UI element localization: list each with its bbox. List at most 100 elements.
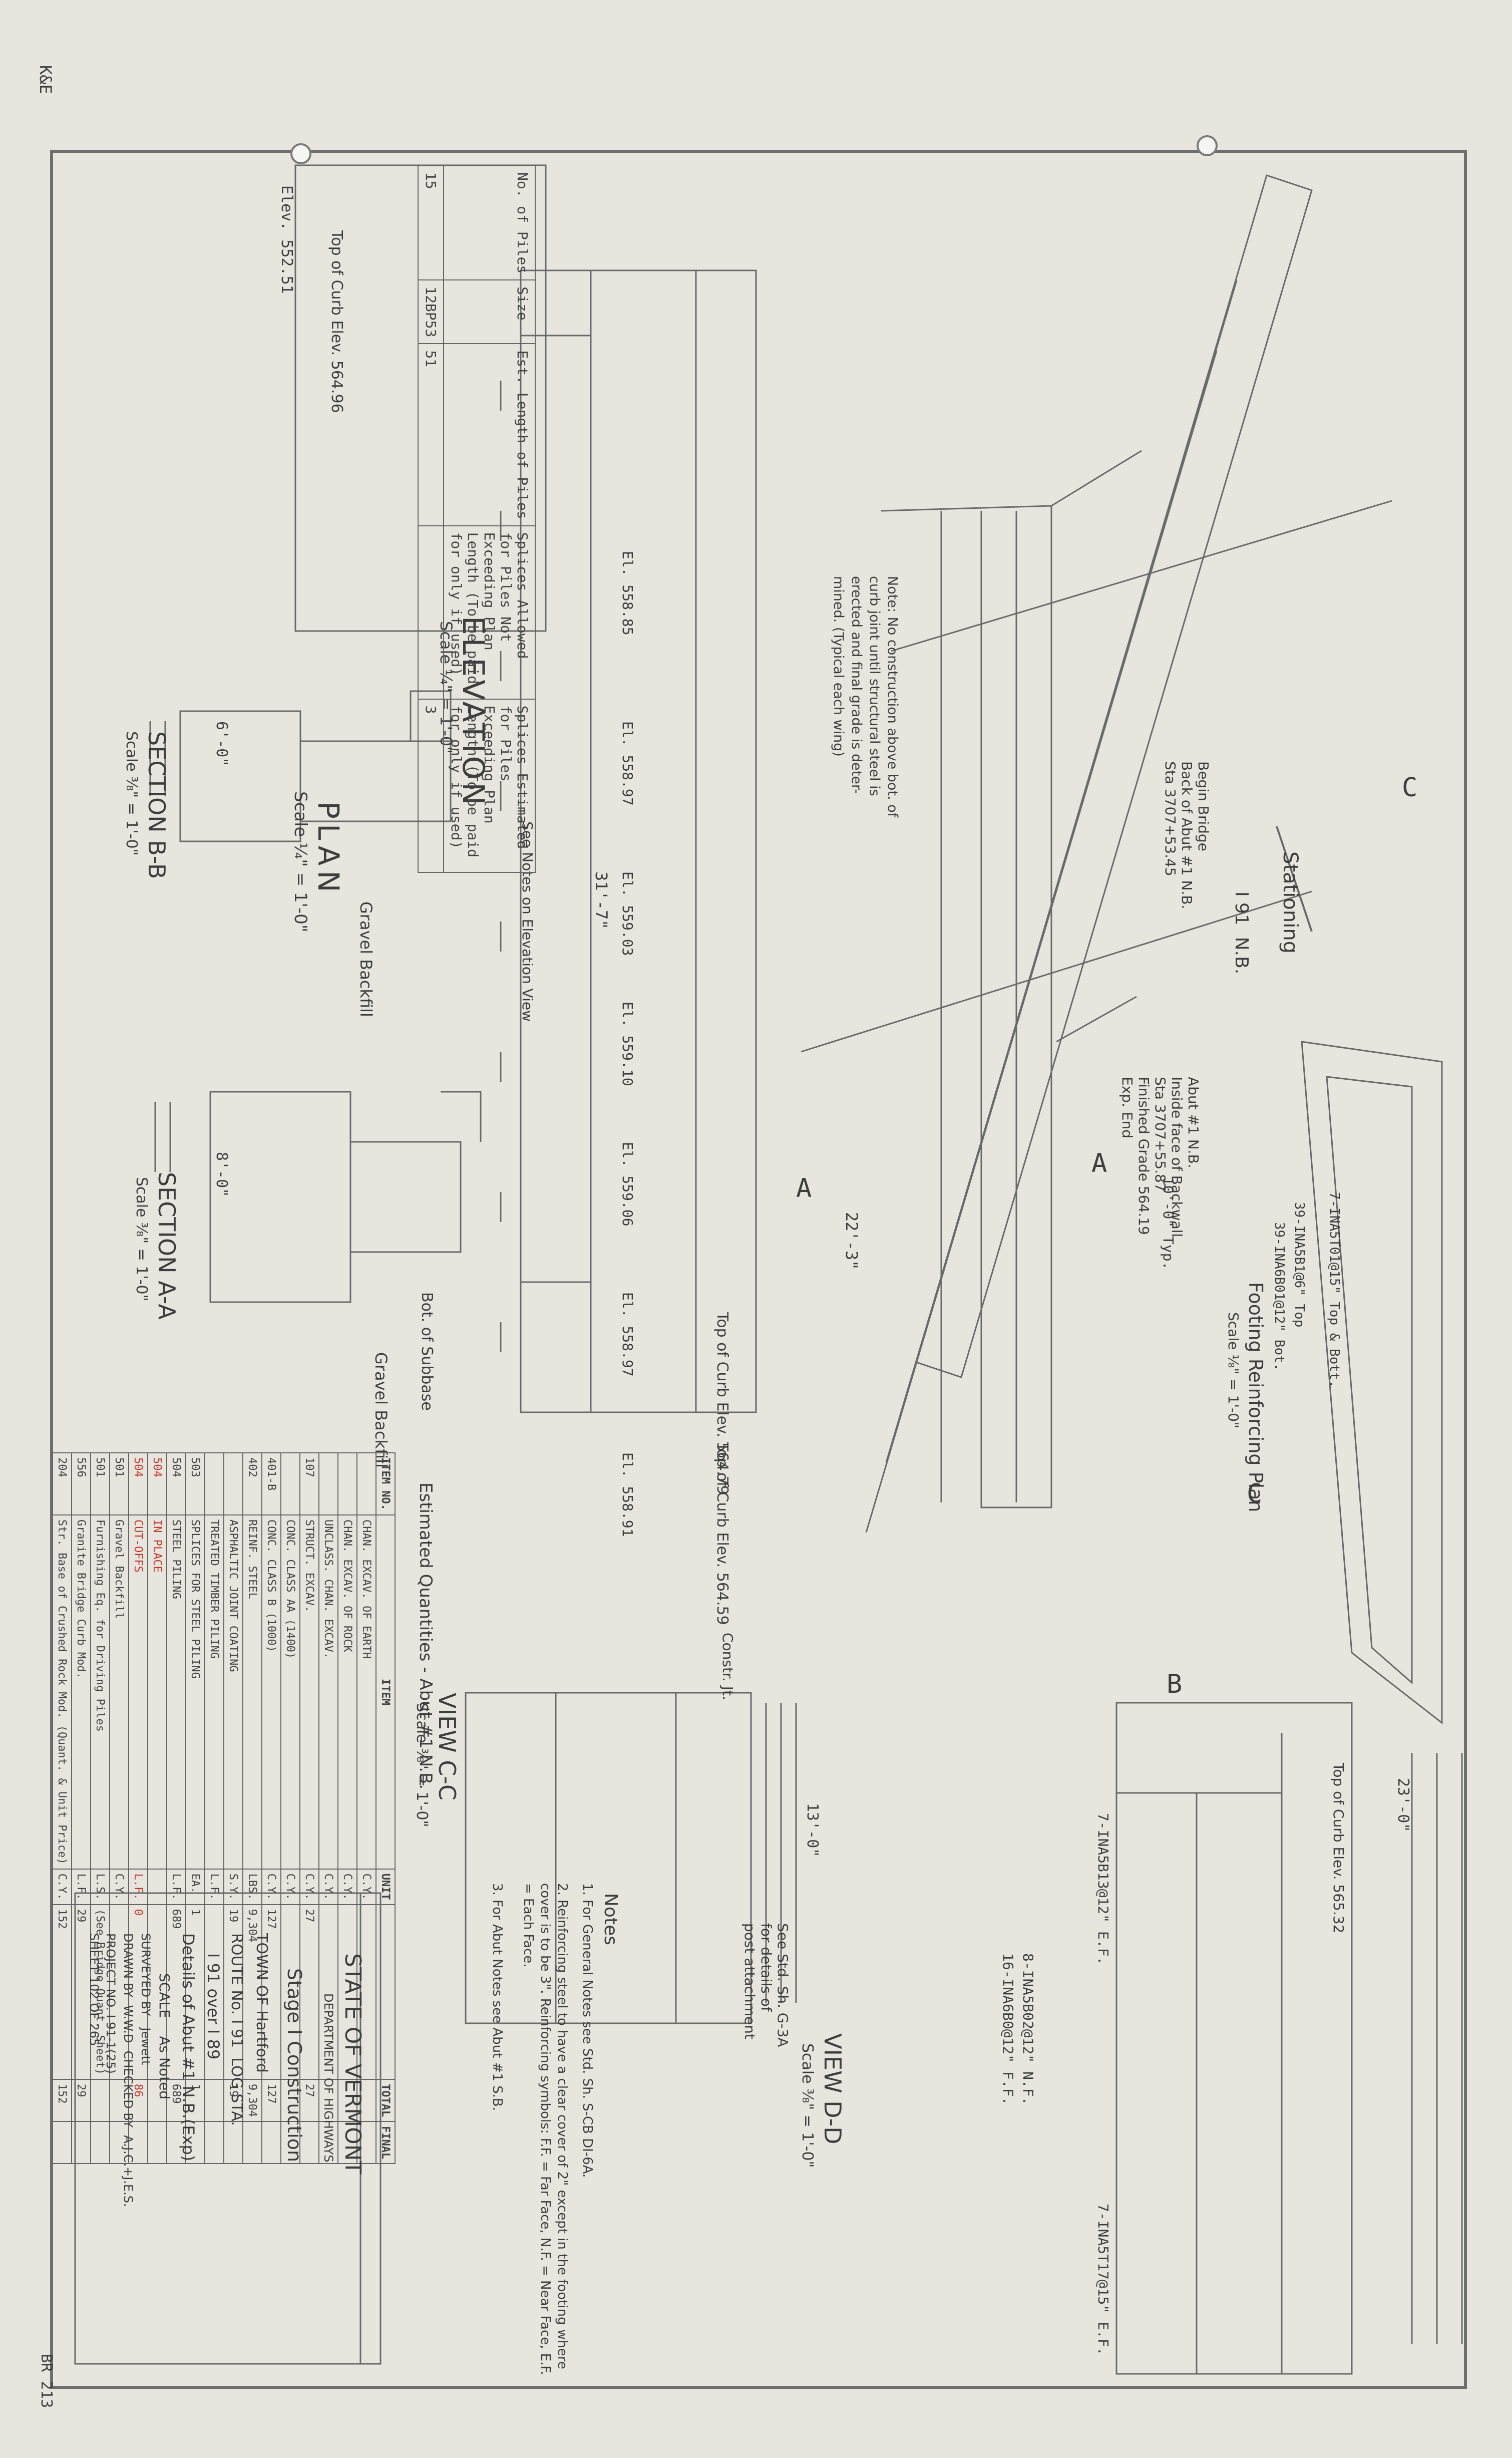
piles-cell: 51 bbox=[418, 344, 444, 526]
quantity-cell: STEEL PILING bbox=[167, 1514, 186, 1869]
quantity-cell: 556 bbox=[72, 1453, 91, 1515]
view-cc-dim: 13'-0" bbox=[804, 1803, 821, 1858]
quantity-cell: L.F. bbox=[129, 1869, 148, 1905]
note-3: 3. For Abut Notes see Abut #1 S.B. bbox=[490, 1883, 505, 2111]
quantity-cell: 501 bbox=[91, 1453, 110, 1515]
quantity-cell: TREATED TIMBER PILING bbox=[205, 1514, 224, 1869]
section-aa-outline bbox=[209, 1091, 351, 1303]
piles-cell: 15 bbox=[418, 166, 444, 280]
qty-header: ITEM NO. bbox=[376, 1453, 395, 1515]
route-field: ROUTE No. I 91 LOG STA. bbox=[228, 1933, 245, 2126]
elevation-el-2: El. 558.97 bbox=[619, 721, 636, 806]
quantity-cell: Gravel Backfill bbox=[110, 1514, 129, 1869]
elevation-el-1: El. 558.85 bbox=[619, 551, 636, 636]
plan-dim-1: 31'-7" bbox=[592, 871, 611, 930]
note-2: 2. Reinforcing steel to have a clear cov… bbox=[521, 1883, 570, 2375]
bot-subbase-label: Bot. of Subbase bbox=[418, 1292, 436, 1411]
quantity-cell: CONC. CLASS B (1000) bbox=[262, 1514, 281, 1869]
quantity-cell: SPLICES FOR STEEL PILING bbox=[186, 1514, 205, 1869]
plan-dim-typ: 10'-0" Typ. bbox=[1160, 1177, 1177, 1270]
quantity-cell: REINF. STEEL bbox=[243, 1514, 262, 1869]
title-block-frame bbox=[74, 1892, 382, 2365]
stationing-label: Stationing bbox=[1279, 851, 1302, 954]
qty-header: TOTAL bbox=[376, 2079, 395, 2122]
elevation-el-4: El. 559.10 bbox=[619, 1002, 636, 1086]
section-bb-dim: 6'-0" bbox=[213, 721, 230, 767]
quantity-cell: 402 bbox=[243, 1453, 262, 1515]
section-bb-scale: Scale ⅜" = 1'-0" bbox=[123, 731, 140, 856]
department-heading: DEPARTMENT OF HIGHWAYS bbox=[321, 1993, 335, 2163]
quantity-cell bbox=[281, 1453, 300, 1515]
scale-field: SCALE As Noted bbox=[156, 1973, 173, 2100]
piles-table: No. of Piles Size Est. Length of Piles S… bbox=[418, 165, 536, 873]
bar-mark-top-bott: 7-INA5T01@15" Top & Bott. bbox=[1327, 1192, 1342, 1388]
quantity-cell bbox=[224, 1453, 243, 1515]
quantity-cell bbox=[148, 1869, 167, 1905]
svg-text:B: B bbox=[1167, 1669, 1182, 1699]
bar-mark-dd-2: 7-INA5T17@15" E.F. bbox=[1095, 2204, 1111, 2356]
elevation-el-6: El. 558.97 bbox=[619, 1292, 636, 1377]
piles-cell bbox=[418, 525, 444, 699]
quantity-cell: L.F. bbox=[205, 1869, 224, 1905]
section-aa-scale: Scale ⅜" = 1'-0" bbox=[133, 1177, 150, 1302]
elevation-el-7: El. 558.91 bbox=[619, 1452, 636, 1537]
piles-header: Splices Estimated for Piles Exceeding Pl… bbox=[444, 699, 535, 872]
quantity-cell: 504 bbox=[129, 1453, 148, 1515]
plan-scale: Scale ¼" = 1'-0" bbox=[290, 791, 310, 933]
quantity-cell: 152 bbox=[53, 2079, 72, 2122]
quantity-cell: CHAN. EXCAV. OF ROCK bbox=[338, 1514, 357, 1869]
quantity-cell bbox=[319, 1453, 338, 1515]
svg-text:A: A bbox=[796, 1173, 812, 1203]
quantity-cell: CUT-OFFS bbox=[129, 1514, 148, 1869]
piles-cell: 3 bbox=[418, 699, 444, 872]
quantity-cell: 503 bbox=[186, 1453, 205, 1515]
quantity-cell: IN PLACE bbox=[148, 1514, 167, 1869]
quantity-cell: 152 bbox=[53, 1904, 72, 2079]
bar-mark-footing-top: 39-INA5B1@6" Top bbox=[1292, 1202, 1307, 1328]
pushpin-icon bbox=[1197, 135, 1218, 156]
state-heading: STATE OF VERMONT bbox=[340, 1953, 365, 2175]
bar-mark-footing-bot: 39-INA6B01@12" Bot. bbox=[1272, 1222, 1287, 1371]
quantity-cell: Furnishing Eq. for Driving Piles bbox=[91, 1514, 110, 1869]
bar-mark-dd-1: 7-INA5B13@12" E.F. bbox=[1095, 1813, 1111, 1965]
title-block: STATE OF VERMONT DEPARTMENT OF HIGHWAYS … bbox=[85, 1913, 375, 2364]
qty-header: ITEM bbox=[376, 1514, 395, 1869]
section-bb-title: SECTION B-B bbox=[143, 731, 170, 879]
quantity-cell: C.Y. bbox=[357, 1869, 376, 1905]
begin-bridge-note: Begin Bridge Back of Abut #1 N.B. Sta 37… bbox=[1162, 761, 1212, 909]
drawn-field: DRAWN BY W.W.D CHECKED BY A.J.C.+J.E.S. bbox=[121, 1933, 135, 2207]
piles-cell: 12BP53 bbox=[418, 280, 444, 344]
section-aa-title: SECTION A-A bbox=[153, 1172, 180, 1320]
quantity-cell: C.Y. bbox=[300, 1869, 319, 1905]
gravel-backfill-2: Gravel Backfill bbox=[371, 1352, 391, 1468]
quantity-cell: CONC. CLASS AA (1400) bbox=[281, 1514, 300, 1869]
svg-text:C: C bbox=[1402, 773, 1417, 803]
quantity-cell: L.F. bbox=[167, 1869, 186, 1905]
quantity-cell: 504 bbox=[167, 1453, 186, 1515]
piles-header: Est. Length of Piles bbox=[444, 344, 535, 526]
piles-header: Size bbox=[444, 280, 535, 344]
quantity-cell: CHAN. EXCAV. OF EARTH bbox=[357, 1514, 376, 1869]
quantity-cell: 204 bbox=[53, 1453, 72, 1515]
dd-dim: 23'-0" bbox=[1394, 1778, 1412, 1832]
quantity-cell: STRUCT. EXCAV. bbox=[300, 1514, 319, 1869]
constr-joint-label: Constr. Jt. bbox=[719, 1633, 736, 1700]
quantity-cell bbox=[338, 1453, 357, 1515]
detail-title-field: Details of Abut #1 N.B.(Exp) bbox=[179, 1933, 198, 2162]
elev-552-label: Elev. 552.51 bbox=[278, 185, 295, 294]
bar-mark-dd-4: 16-INA6B0@12" F.F. bbox=[1000, 1953, 1016, 2105]
quantity-cell: C.Y. bbox=[262, 1869, 281, 1905]
view-dd-title: VIEW D-D bbox=[819, 2033, 846, 2144]
quantity-cell: C.Y. bbox=[53, 1869, 72, 1905]
svg-text:A: A bbox=[1091, 1148, 1107, 1178]
pushpin-icon bbox=[290, 143, 311, 164]
elevation-outline bbox=[520, 269, 757, 1413]
footing-title: Footing Reinforcing Plan bbox=[1245, 1282, 1267, 1512]
plan-title: PLAN bbox=[311, 801, 345, 897]
footing-scale: Scale ⅛" = 1'-0" bbox=[1225, 1312, 1242, 1428]
view-dd-outline bbox=[1115, 1702, 1353, 2375]
piles-header: Splices Allowed for Piles Not Exceeding … bbox=[444, 525, 535, 699]
